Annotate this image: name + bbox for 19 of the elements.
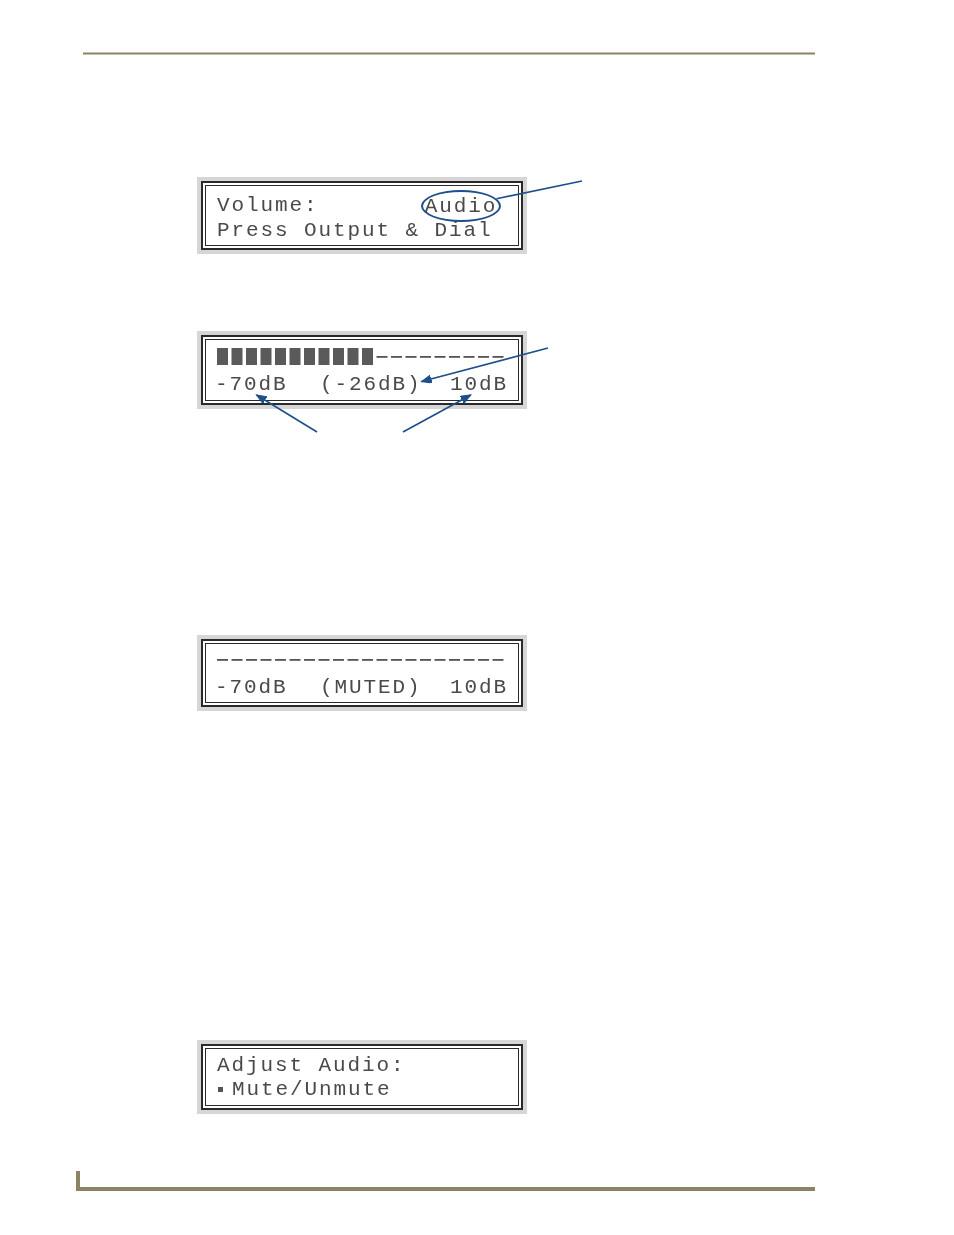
lcd-display xyxy=(197,635,527,711)
display-text: (-26dB) xyxy=(320,374,422,395)
leader-line xyxy=(402,394,472,433)
leader-line xyxy=(495,180,583,200)
display-text: -70dB xyxy=(215,677,288,698)
display-text: Volume: xyxy=(217,195,319,216)
display-text: -70dB xyxy=(215,374,288,395)
display-text: Adjust Audio: xyxy=(217,1055,406,1076)
display-text: Press Output & Dial xyxy=(217,220,493,241)
lcd-display xyxy=(197,1040,527,1114)
lcd-display xyxy=(197,177,527,254)
display-text: (MUTED) xyxy=(320,677,422,698)
display-text: 10dB xyxy=(450,374,508,395)
display-text: Mute/Unmute xyxy=(232,1079,392,1100)
leader-line xyxy=(420,347,549,384)
leader-line xyxy=(255,394,318,433)
display-text: 10dB xyxy=(450,677,508,698)
circled-display-text: Audio xyxy=(421,190,501,222)
lcd-display xyxy=(197,331,527,409)
